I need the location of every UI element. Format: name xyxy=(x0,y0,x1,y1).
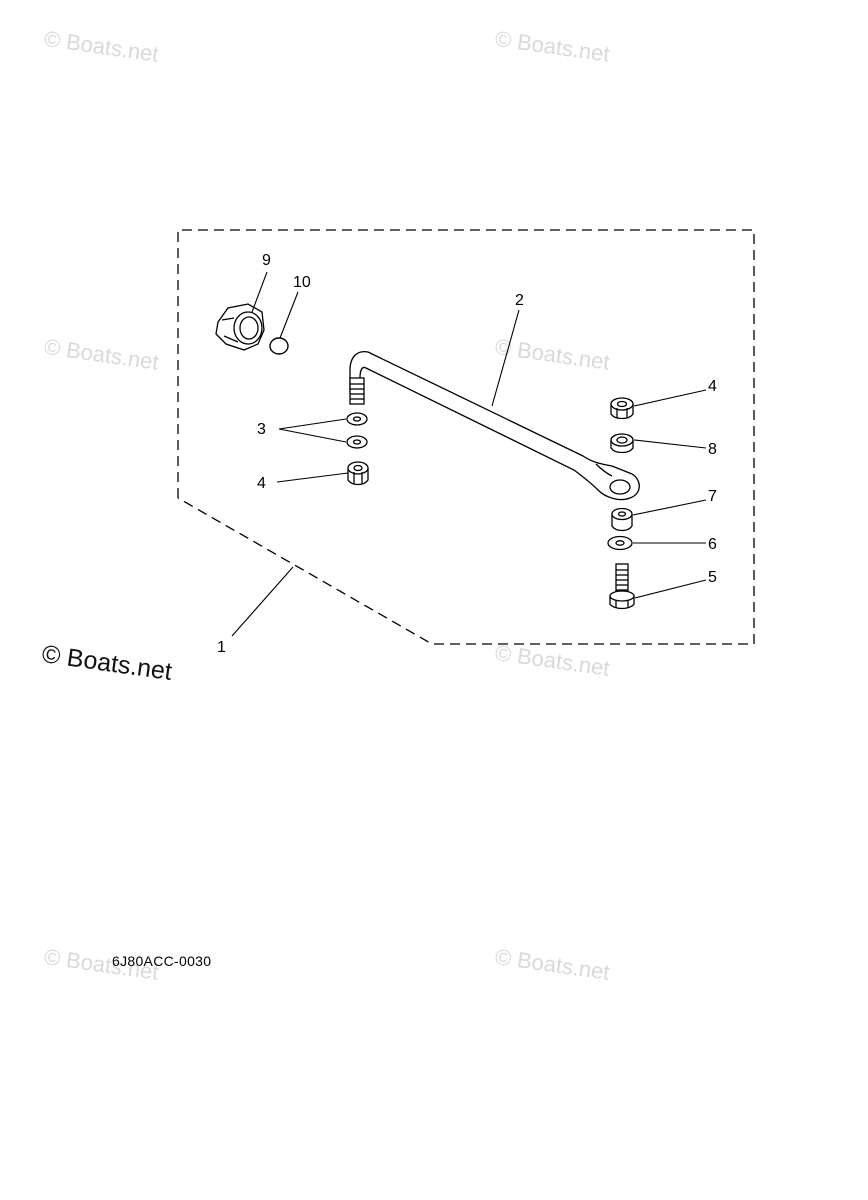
callout-1: 1 xyxy=(217,639,226,656)
callout-7: 7 xyxy=(708,488,717,505)
part-8-collar xyxy=(610,433,634,454)
part-7-spacer xyxy=(611,507,633,532)
part-4-nut-right xyxy=(610,397,634,420)
part-5-bolt xyxy=(609,563,635,610)
callout-3: 3 xyxy=(257,421,266,438)
callout-10: 10 xyxy=(293,274,311,291)
part-4-nut-left xyxy=(347,461,369,486)
callout-8: 8 xyxy=(708,441,717,458)
part-2-link-rod xyxy=(349,350,640,501)
callout-5: 5 xyxy=(708,569,717,586)
part-3-washers xyxy=(346,412,368,449)
callout-6: 6 xyxy=(708,536,717,553)
part-9-bushing xyxy=(215,303,265,351)
callout-2: 2 xyxy=(515,292,524,309)
part-code: 6J80ACC-0030 xyxy=(112,953,212,969)
part-6-washer xyxy=(607,535,633,551)
callout-4-right: 4 xyxy=(708,378,717,395)
callout-9: 9 xyxy=(262,252,271,269)
part-10-o-ring xyxy=(269,337,289,355)
leader-lines xyxy=(231,271,707,637)
callout-4-left: 4 xyxy=(257,475,266,492)
